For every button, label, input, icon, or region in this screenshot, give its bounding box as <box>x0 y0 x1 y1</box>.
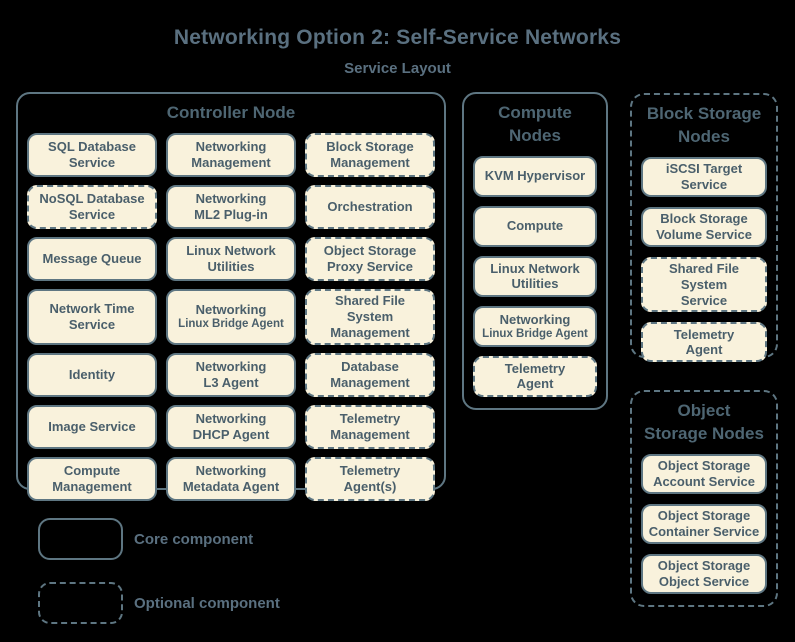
service-label: Database Management <box>330 358 410 390</box>
service-box: Object Storage Account Service <box>641 453 767 494</box>
service-box: Linux Network Utilities <box>473 255 597 297</box>
block-storage-nodes-title: Block Storage Nodes <box>646 104 762 146</box>
service-box: Shared File System Management <box>305 288 435 345</box>
service-label: NoSQL Database Service <box>39 191 145 222</box>
service-box: Object Storage Container Service <box>641 503 767 544</box>
controller-node-title: Controller Node <box>166 103 296 122</box>
service-label: Object Storage Account Service <box>653 458 755 489</box>
service-box: Database Management <box>305 352 435 397</box>
service-box: Networking Management <box>166 132 296 177</box>
service-box: Telemetry Management <box>305 404 435 449</box>
service-label: iSCSI Target Service <box>665 161 743 192</box>
object-storage-nodes-title: Object Storage Nodes <box>644 401 764 443</box>
service-label: Identity <box>68 366 116 382</box>
service-label: Networking L3 Agent <box>195 358 267 390</box>
service-sublabel: Linux Bridge Agent <box>178 318 284 331</box>
service-box: Telemetry Agent(s) <box>305 456 435 501</box>
service-label: Linux Network Utilities <box>186 243 276 274</box>
service-box: Object Storage Object Service <box>641 553 767 594</box>
service-box: SQL Database Service <box>27 132 157 177</box>
service-box: Orchestration <box>305 184 435 229</box>
service-box: iSCSI Target Service <box>641 156 767 197</box>
block-storage-nodes-group: Block Storage Nodes iSCSI Target Service… <box>630 93 778 363</box>
legend-core-row: Core component <box>38 518 253 560</box>
service-box: Telemetry Agent <box>641 322 767 363</box>
service-label: Networking <box>195 302 267 318</box>
service-label: Object Storage Proxy Service <box>323 243 417 274</box>
legend-optional-swatch <box>38 582 123 624</box>
object-storage-nodes-group: Object Storage Nodes Object Storage Acco… <box>630 390 778 607</box>
service-label: Shared File System Management <box>330 292 410 340</box>
legend-optional-row: Optional component <box>38 582 280 624</box>
service-box: Block Storage Volume Service <box>641 206 767 247</box>
service-box: Networking Metadata Agent <box>166 456 296 501</box>
service-label: Block Storage Volume Service <box>656 211 752 242</box>
service-label: Networking Management <box>191 139 271 170</box>
service-box: Shared File System Service <box>641 256 767 313</box>
diagram-subtitle: Service Layout <box>344 60 451 77</box>
service-label: Orchestration <box>327 199 413 214</box>
service-box: Message Queue <box>27 236 157 281</box>
service-label: Object Storage Container Service <box>648 508 760 539</box>
service-label: Image Service <box>48 418 136 434</box>
service-label: Network Time Service <box>49 300 135 332</box>
service-label: Block Storage Management <box>326 139 414 170</box>
service-box: Linux Network Utilities <box>166 236 296 281</box>
service-label: Compute Management <box>52 462 132 494</box>
service-box: Object Storage Proxy Service <box>305 236 435 281</box>
service-box: Network Time Service <box>27 288 157 345</box>
service-label: Telemetry Agent <box>673 326 735 358</box>
service-label: Telemetry Agent(s) <box>339 462 401 494</box>
service-box: Telemetry Agent <box>473 355 597 397</box>
service-box: KVM Hypervisor <box>473 155 597 197</box>
service-label: Networking ML2 Plug-in <box>194 191 268 222</box>
service-label: Object Storage Object Service <box>657 558 751 589</box>
controller-services: SQL Database Service Networking Managemen… <box>27 132 435 501</box>
service-box: Block Storage Management <box>305 132 435 177</box>
legend-core-label: Core component <box>134 530 254 548</box>
service-label: Networking <box>499 311 571 327</box>
service-box: Identity <box>27 352 157 397</box>
service-label: Linux Network Utilities <box>490 260 580 292</box>
compute-nodes-title: Compute Nodes <box>498 103 572 145</box>
service-label: SQL Database Service <box>48 139 136 170</box>
service-box: NoSQL Database Service <box>27 184 157 229</box>
diagram-title: Networking Option 2: Self-Service Networ… <box>173 26 622 49</box>
service-label: Message Queue <box>42 251 142 266</box>
service-box: Compute Management <box>27 456 157 501</box>
service-box: Networking DHCP Agent <box>166 404 296 449</box>
service-box: Networking ML2 Plug-in <box>166 184 296 229</box>
service-label: Networking Metadata Agent <box>182 462 280 494</box>
service-label: KVM Hypervisor <box>484 168 586 184</box>
legend-core-swatch <box>38 518 123 560</box>
service-label: Telemetry Management <box>330 410 410 442</box>
service-box: Image Service <box>27 404 157 449</box>
service-label: Networking DHCP Agent <box>192 410 270 442</box>
service-label: Shared File System Service <box>668 260 740 308</box>
service-box: Compute <box>473 205 597 247</box>
service-label: Telemetry Agent <box>504 360 566 392</box>
service-label: Compute <box>506 218 564 234</box>
legend-optional-label: Optional component <box>134 594 280 612</box>
service-box: Networking L3 Agent <box>166 352 296 397</box>
service-sublabel: Linux Bridge Agent <box>482 327 588 340</box>
